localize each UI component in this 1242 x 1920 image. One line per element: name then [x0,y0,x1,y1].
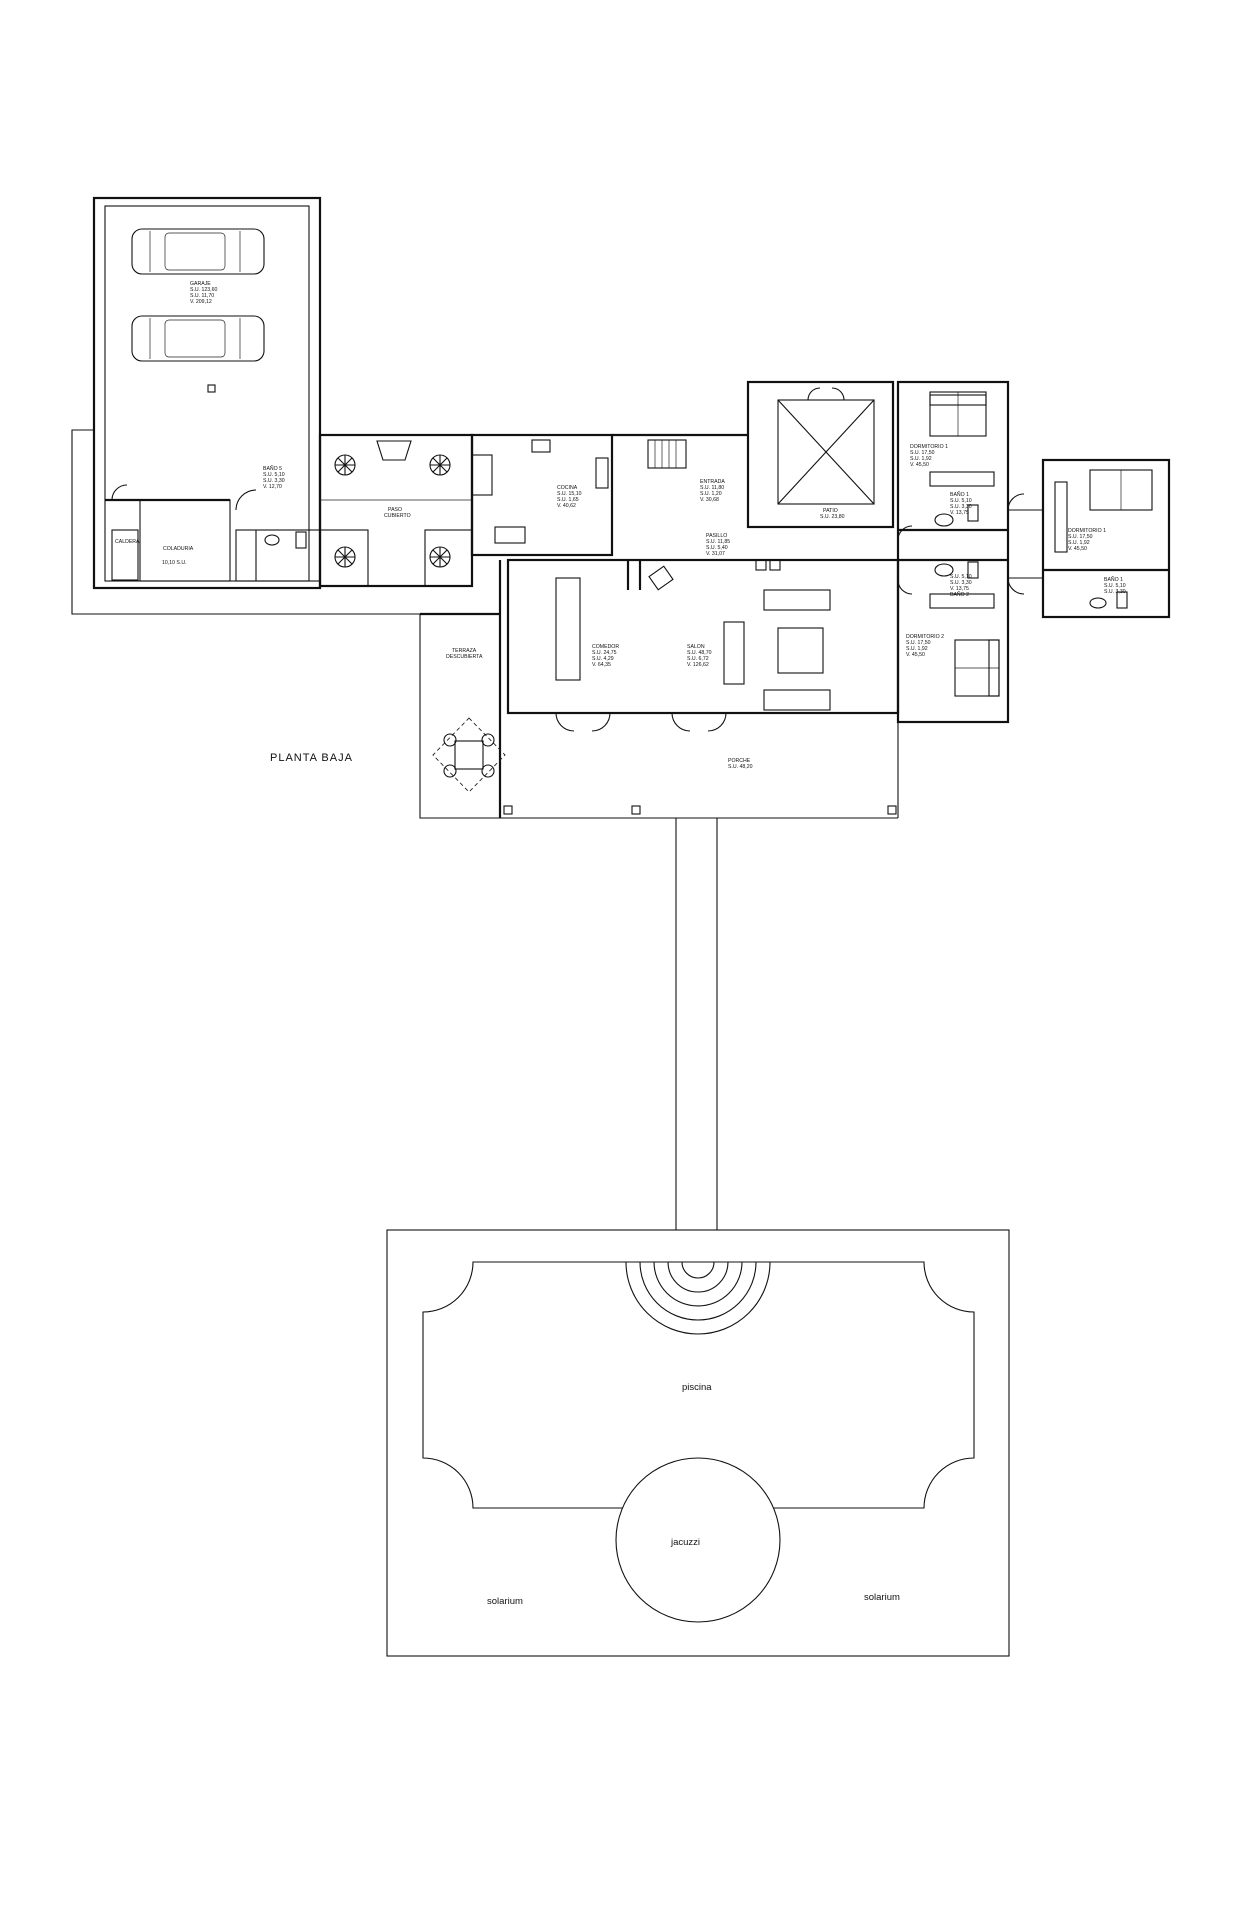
pasillo-label: PASILLO [706,533,727,539]
garaje-line-3: V. 209,12 [190,299,212,305]
patio-line-1: S.U. 23,80 [820,514,845,520]
bano5-line-3: V. 12,70 [263,484,282,490]
dormitorio1b-line-1: S.U. 17,50 [1068,534,1093,540]
plan-title: PLANTA BAJA [270,752,353,764]
cocina-line-3: V. 40,62 [557,503,576,509]
pasillo-line-1: S.U. 11,85 [706,539,730,545]
solarium-left-label: solarium [487,1596,523,1607]
bano2-label: BAÑO 2 [950,591,969,598]
caldera-label: CALDERA [115,539,140,545]
garaje-line-2: S.U. 11,70 [190,293,214,299]
bano1-line-3: V. 13,75 [950,510,969,516]
dormitorio1b-line-3: V. 45,50 [1068,546,1087,552]
pool-area [386,1229,1010,1657]
salon-line-2: S.U. 6,72 [687,656,709,662]
terraza-label-2: DESCUBIERTA [446,654,483,660]
bano1b-line-2: S.U. 3,30 [1104,589,1126,595]
dormitorio1-line-1: S.U. 17,50 [910,450,935,456]
salon-line-1: S.U. 48,70 [687,650,712,656]
porche-line-1: S.U. 48,20 [728,764,753,770]
service-rooms [105,484,321,582]
dormitorio1b-label: DORMITORIO 1 [1068,528,1106,534]
garaje-label: GARAJE [190,281,211,287]
pasillo-line-3: V. 31,07 [706,551,725,557]
garaje-line-1: S.U. 123,60 [190,287,218,293]
car-top [131,228,265,275]
comedor-label: COMEDOR [592,644,619,650]
plant-icons [334,454,451,568]
paso-label-2: CUBIERTO [384,513,411,519]
coladuria-label: COLADURIA [163,546,194,552]
dormitorio1-line-2: S.U. 1,92 [910,456,932,462]
bano2-line-3: V. 13,75 [950,586,969,592]
cocina-label: COCINA [557,485,578,491]
dormitorio1-line-3: V. 45,50 [910,462,929,468]
jacuzzi-label: jacuzzi [670,1537,700,1548]
patio-label: PATIO [823,508,838,514]
comedor-line-2: S.U. 4,29 [592,656,614,662]
salon-line-3: V. 126,62 [687,662,709,668]
solarium-right-label: solarium [864,1592,900,1603]
bano2-line-1: S.U. 5,10 [950,574,972,580]
cocina-line-1: S.U. 15,10 [557,491,582,497]
paso-label: PASO [388,507,402,513]
bedroom-wing [896,380,1025,724]
bano2-line-2: S.U. 3,30 [950,580,972,586]
cocina-line-2: S.U. 1,65 [557,497,579,503]
car-bottom [131,315,265,362]
bano1b-label: BAÑO 1 [1104,576,1123,583]
bano1-label: BAÑO 1 [950,491,969,498]
coladuria-line-1: 10,10 S.U. [162,560,187,566]
dormitorio2-label: DORMITORIO 2 [906,634,944,640]
terraza-label: TERRAZA [452,648,477,654]
terrace-porch [420,560,899,819]
bano5-line-2: S.U. 3,30 [263,478,285,484]
dormitorio1-label: DORMITORIO 1 [910,444,948,450]
bano1-line-1: S.U. 5,10 [950,498,972,504]
guest-suite [1008,458,1171,619]
patio [746,380,895,529]
entrada-label: ENTRADA [700,479,725,485]
bano5-label: BAÑO 5 [263,465,282,472]
bano1-line-2: S.U. 3,30 [950,504,972,510]
entrada-line-3: V. 30,68 [700,497,719,503]
pasillo-line-2: S.U. 5,40 [706,545,728,551]
dormitorio1b-line-2: S.U. 1,92 [1068,540,1090,546]
garage-block [71,196,500,819]
bano1b-line-1: S.U. 5,10 [1104,583,1126,589]
dormitorio2-line-3: V. 45,50 [906,652,925,658]
main-house-walls [470,433,900,732]
salon-label: SALON [687,644,705,650]
piscina-label: piscina [682,1382,712,1393]
dormitorio2-line-2: S.U. 1,92 [906,646,928,652]
bano5-line-1: S.U. 5,10 [263,472,285,478]
entrada-line-2: S.U. 1,20 [700,491,722,497]
porche-label: PORCHE [728,758,751,764]
comedor-line-1: S.U. 24,75 [592,650,617,656]
entrada-line-1: S.U. 11,80 [700,485,724,491]
comedor-line-3: V. 64,35 [592,662,611,668]
dormitorio2-line-1: S.U. 17,50 [906,640,931,646]
walkway [675,818,718,1230]
